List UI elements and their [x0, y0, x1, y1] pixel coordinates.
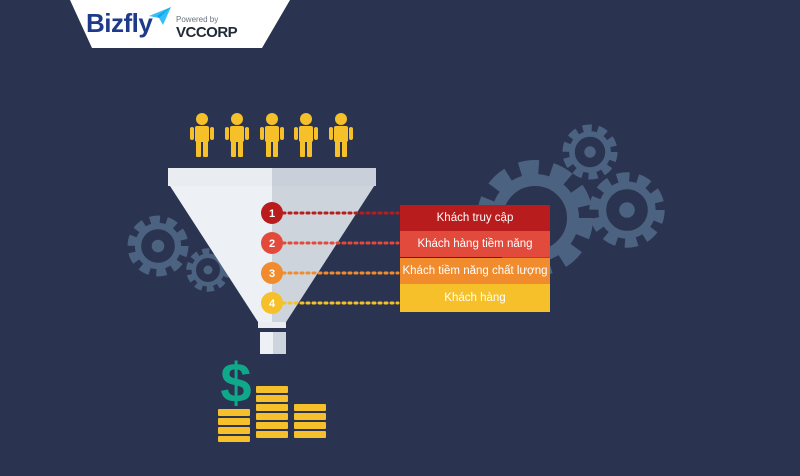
gear-icon: [567, 129, 613, 175]
gear-icon: [596, 179, 658, 241]
coin-stack-icon: [294, 404, 326, 438]
brand-logo: Bizfly: [86, 8, 153, 38]
stage-label-2: Khách hàng tiềm năng: [417, 237, 533, 250]
stage-1: [261, 202, 550, 231]
stage-number-3: 3: [269, 268, 275, 280]
powered-by-text: Powered by: [176, 15, 219, 24]
person-icon: [190, 113, 214, 157]
stage-number-4: 4: [269, 298, 276, 310]
stage-3: [261, 258, 550, 284]
stage-number-2: 2: [269, 238, 275, 250]
dollar-icon: $: [220, 351, 251, 414]
logo-banner: [70, 0, 290, 48]
person-icon: [329, 113, 353, 157]
partner-logo: VCCORP: [176, 24, 238, 41]
paper-plane-icon: [149, 7, 171, 25]
person-icon: [225, 113, 249, 157]
stage-label-4: Khách hàng: [444, 291, 506, 304]
person-icon: [294, 113, 318, 157]
stage-label-1: Khách truy cập: [436, 211, 514, 224]
stage-label-3: Khách tiềm năng chất lượng: [402, 264, 548, 277]
person-icon: [260, 113, 284, 157]
stage-2: [261, 231, 550, 257]
stage-4: [261, 284, 550, 314]
stage-number-1: 1: [269, 208, 275, 220]
gear-icon: [133, 221, 183, 271]
coin-stack-icon: [256, 386, 288, 438]
coin-stack-icon: [218, 409, 250, 442]
